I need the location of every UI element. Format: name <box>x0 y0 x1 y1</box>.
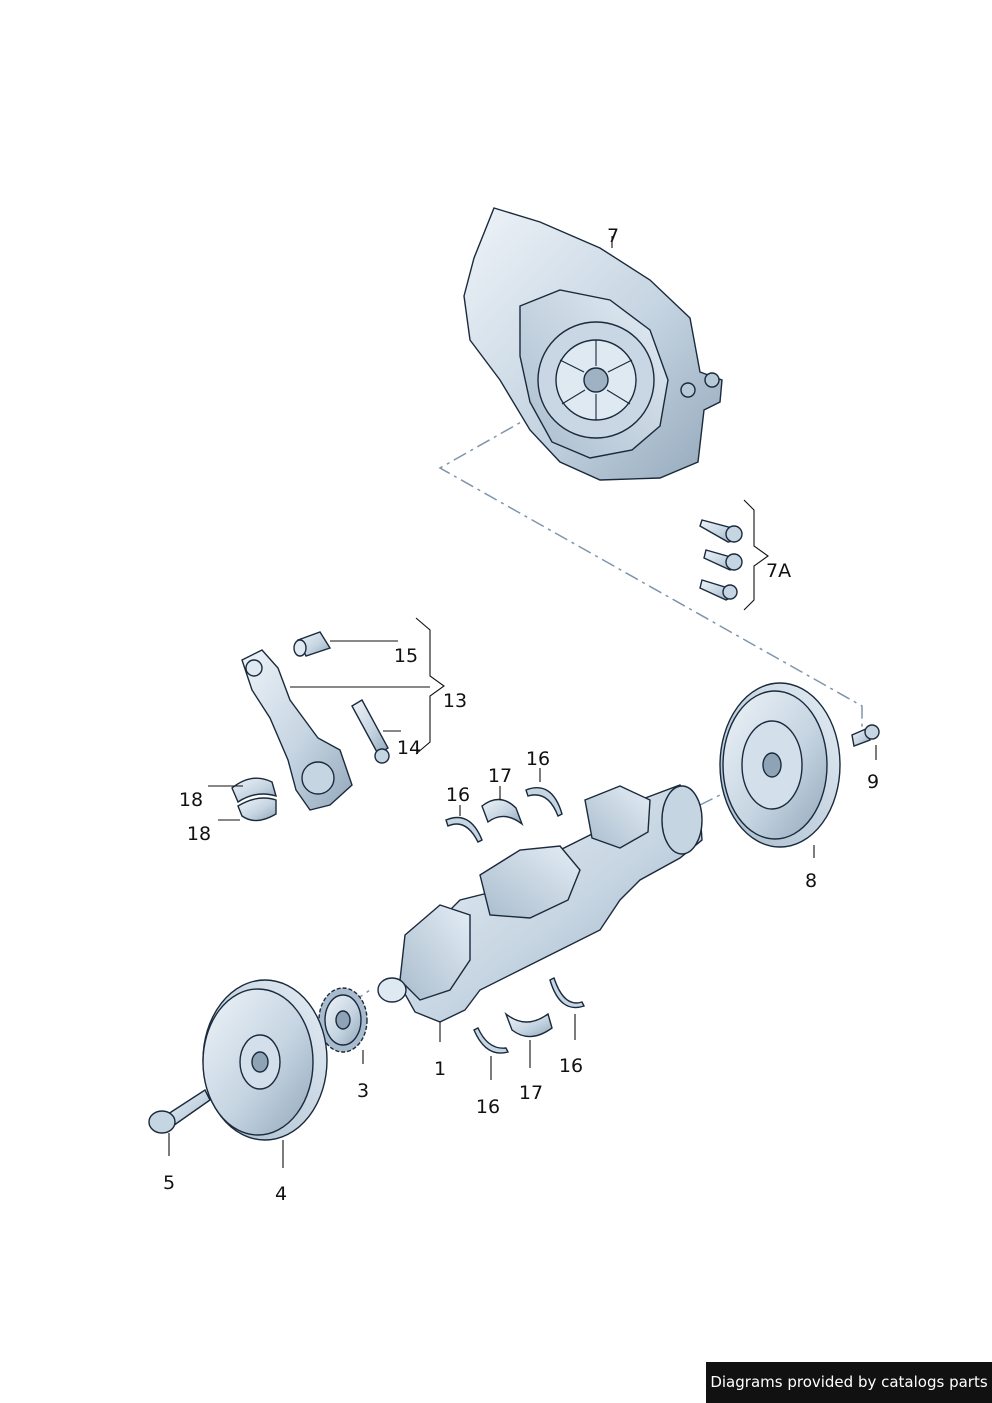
crankshaft <box>377 784 703 1023</box>
label-14: 14 <box>397 737 421 759</box>
label-17-top: 17 <box>488 765 512 787</box>
part-labels: 7 7A 15 13 14 9 18 18 16 17 16 8 1 16 3 … <box>163 225 879 1205</box>
label-8: 8 <box>805 870 817 892</box>
connecting-rod <box>241 649 353 811</box>
housing-bolts <box>699 519 743 601</box>
label-9: 9 <box>867 771 879 793</box>
piston-pin-bushing <box>293 631 332 657</box>
thrust-washers <box>445 787 585 1054</box>
label-16-bottom-right: 16 <box>559 1055 583 1077</box>
label-3: 3 <box>357 1080 369 1102</box>
label-16-bottom-left: 16 <box>476 1096 500 1118</box>
flywheel-bolt <box>851 724 880 747</box>
label-5: 5 <box>163 1172 175 1194</box>
rod-bolt <box>351 699 390 764</box>
credit-banner: Diagrams provided by catalogs parts <box>706 1362 992 1403</box>
label-4: 4 <box>275 1183 287 1205</box>
label-15: 15 <box>394 645 418 667</box>
crankshaft-pulley <box>202 979 328 1141</box>
rod-bearing-shells <box>231 777 278 822</box>
flywheel <box>719 682 841 848</box>
group-braces <box>415 499 769 755</box>
label-17-bottom: 17 <box>519 1082 543 1104</box>
label-16-top-left: 16 <box>446 784 470 806</box>
gearbox-housing <box>463 207 723 481</box>
label-16-top-right: 16 <box>526 748 550 770</box>
main-bearing-shells <box>481 798 553 1038</box>
timing-gear <box>318 987 368 1053</box>
label-1: 1 <box>434 1058 446 1080</box>
leader-lines <box>168 236 877 1168</box>
label-13: 13 <box>443 690 467 712</box>
label-7a: 7A <box>766 560 791 582</box>
label-7: 7 <box>607 225 619 247</box>
pulley-bolt <box>148 1088 211 1134</box>
label-18-lower: 18 <box>187 823 211 845</box>
label-18-upper: 18 <box>179 789 203 811</box>
